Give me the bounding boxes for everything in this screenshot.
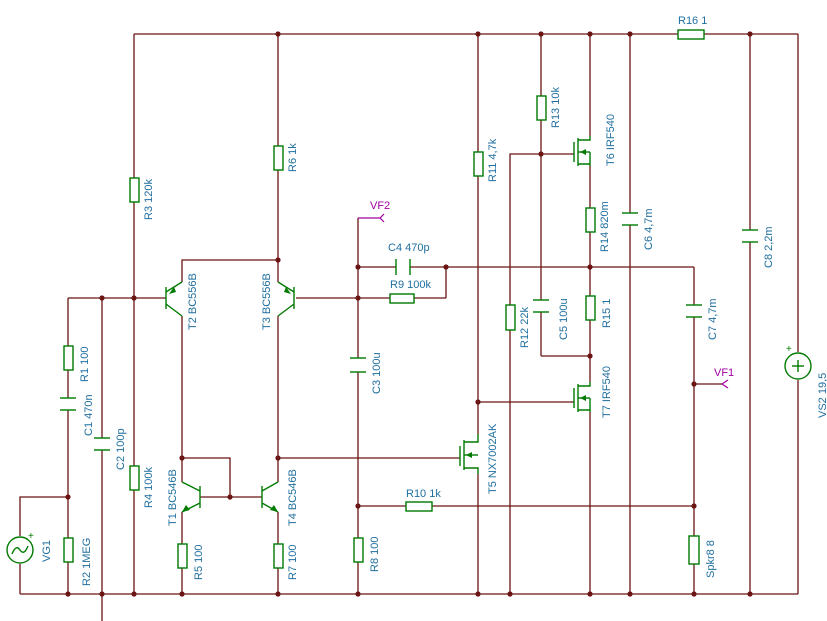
labels: R16 1 R3 120k R6 1k R11 4,7k R13 10k T6 … <box>41 15 827 586</box>
label-r9: R9 100k <box>390 279 431 291</box>
label-r3: R3 120k <box>143 179 155 220</box>
resistor-r4[interactable] <box>129 465 140 491</box>
label-r12: R12 22k <box>519 307 531 348</box>
probe-vf1[interactable]: VF1 <box>714 367 734 389</box>
capacitor-c8[interactable] <box>742 229 758 243</box>
label-c7: C7 4,7m <box>707 298 719 340</box>
resistor-r8[interactable] <box>353 537 364 563</box>
label-r6: R6 1k <box>287 143 299 172</box>
resistor-r1[interactable] <box>63 345 74 371</box>
resistor-r5[interactable] <box>177 543 188 569</box>
label-r4: R4 100k <box>143 467 155 508</box>
capacitor-c5[interactable] <box>533 299 549 313</box>
label-r16: R16 1 <box>678 15 707 27</box>
resistor-r6[interactable] <box>273 145 284 171</box>
resistor-r14[interactable] <box>585 207 596 233</box>
label-r11: R11 4,7k <box>487 138 499 182</box>
svg-text:+: + <box>786 344 792 355</box>
resistor-r3[interactable] <box>129 177 140 203</box>
resistor-r9[interactable] <box>389 293 415 304</box>
resistor-r12[interactable] <box>505 304 516 331</box>
label-c1: C1 470n <box>83 394 95 436</box>
transistors <box>165 136 591 513</box>
probe-vf1-label: VF1 <box>714 367 734 379</box>
capacitor-c3[interactable] <box>350 357 366 373</box>
capacitor-c4[interactable] <box>395 259 411 275</box>
svg-text:+: + <box>28 531 34 542</box>
wires <box>19 33 799 621</box>
label-r2: R2 1MEG <box>81 538 93 586</box>
junction-dots <box>65 31 753 597</box>
label-t1: T1 BC546B <box>167 469 179 526</box>
label-r10: R10 1k <box>406 488 441 500</box>
resistor-r7[interactable] <box>273 543 284 569</box>
label-vg1: VG1 <box>41 540 53 562</box>
transistor-t1[interactable] <box>181 481 201 513</box>
resistor-r10[interactable] <box>405 501 433 512</box>
probe-vf2-label: VF2 <box>370 200 390 212</box>
label-t3: T3 BC556B <box>261 273 273 330</box>
transistor-t3[interactable] <box>277 281 295 317</box>
label-vs2: VS2 19,5 <box>817 373 827 418</box>
label-r14: R14 820m <box>599 201 611 252</box>
label-c4: C4 470p <box>388 242 430 254</box>
resistor-r16[interactable] <box>677 29 705 40</box>
capacitor-c2[interactable] <box>94 437 110 451</box>
label-r13: R13 10k <box>550 87 562 128</box>
transistor-t2[interactable] <box>165 281 183 317</box>
signal-source-vg1[interactable]: + <box>6 531 34 564</box>
capacitors <box>60 212 758 451</box>
transistor-t4[interactable] <box>261 481 279 513</box>
resistor-r13[interactable] <box>536 95 547 121</box>
label-t5: T5 NX7002AK <box>487 423 499 494</box>
label-r5: R5 100 <box>193 545 205 580</box>
capacitor-c7[interactable] <box>686 304 702 318</box>
label-r1: R1 100 <box>79 347 91 382</box>
label-t7: T7 IRF540 <box>601 366 613 418</box>
label-t4: T4 BC546B <box>287 469 299 526</box>
label-r7: R7 100 <box>287 545 299 580</box>
label-c3: C3 100u <box>371 352 383 394</box>
label-t6: T6 IRF540 <box>605 114 617 166</box>
label-r8: R8 100 <box>369 537 381 572</box>
mosfet-t7[interactable] <box>573 382 591 412</box>
resistor-r2[interactable] <box>63 537 74 563</box>
label-r15: R15 1 <box>601 299 613 328</box>
label-spkr8: Spkr8 8 <box>705 540 717 578</box>
resistors <box>63 29 705 569</box>
label-c2: C2 100p <box>115 428 127 470</box>
label-c8: C8 2,2m <box>763 226 775 268</box>
label-c5: C5 100u <box>558 298 570 340</box>
resistor-r15[interactable] <box>585 295 596 321</box>
label-c6: C6 4,7m <box>643 208 655 250</box>
mosfet-t5[interactable] <box>459 434 479 474</box>
speaker-spkr8[interactable] <box>688 535 700 565</box>
probe-vf2[interactable]: VF2 <box>358 200 390 223</box>
capacitor-c1[interactable] <box>60 397 76 411</box>
voltage-source-vs2[interactable]: + <box>784 344 812 380</box>
resistor-r11[interactable] <box>473 151 484 177</box>
capacitor-c6[interactable] <box>622 212 638 226</box>
label-t2: T2 BC556B <box>187 273 199 330</box>
mosfet-t6[interactable] <box>573 136 591 166</box>
